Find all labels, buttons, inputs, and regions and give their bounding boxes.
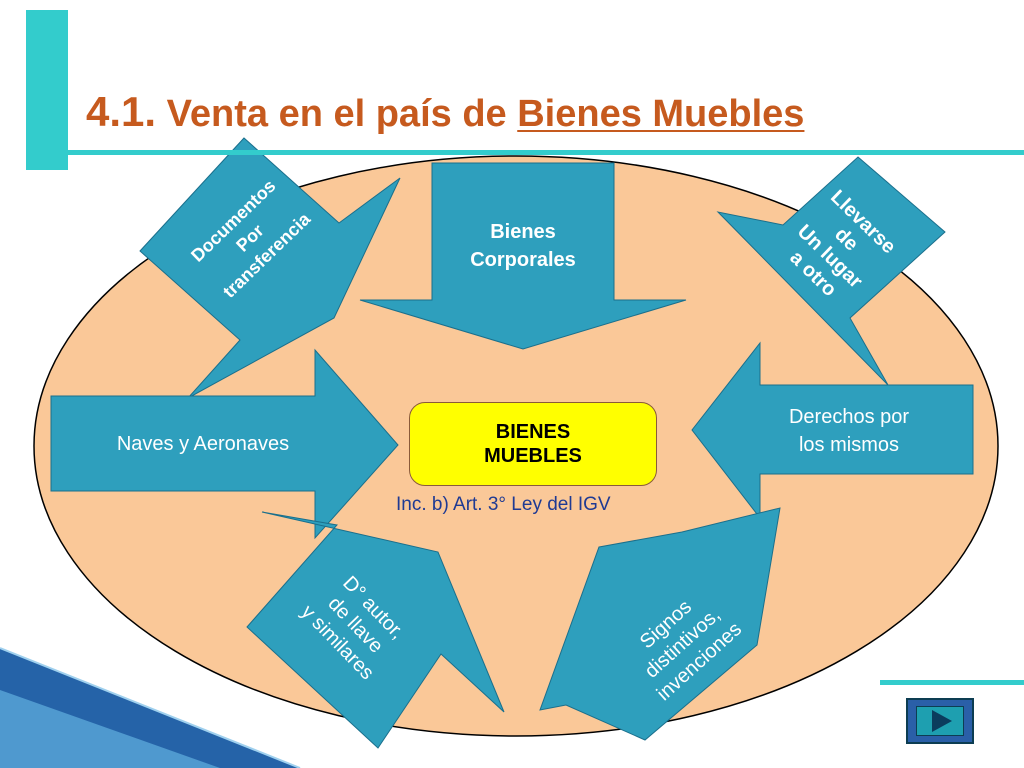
label-naves: Naves y Aeronaves bbox=[78, 432, 328, 456]
center-line: BIENES bbox=[495, 421, 571, 443]
title-number: 4.1. bbox=[86, 88, 157, 135]
header-horizontal-rule bbox=[66, 150, 1024, 155]
arrow-derechos bbox=[691, 341, 974, 520]
center-line: MUEBLES bbox=[484, 445, 582, 467]
arrow-signos bbox=[539, 507, 781, 741]
label-line: Bienes bbox=[490, 221, 556, 243]
footer-horizontal-rule bbox=[880, 680, 1024, 685]
arrow-naves bbox=[50, 348, 399, 540]
arrow-documentos bbox=[139, 137, 401, 399]
slide-title: 4.1. Venta en el país de Bienes Muebles bbox=[86, 88, 804, 136]
corner-swoosh-light bbox=[0, 690, 220, 768]
label-bienes-corporales: Bienes Corporales bbox=[448, 218, 598, 274]
label-line: Derechos por bbox=[788, 406, 910, 428]
title-underlined-text: Bienes Muebles bbox=[517, 93, 805, 135]
legal-reference: Inc. b) Art. 3° Ley del IGV bbox=[396, 494, 611, 515]
label-line: Corporales bbox=[470, 249, 576, 271]
arrow-derechos-autor bbox=[246, 511, 505, 749]
play-triangle-icon bbox=[932, 710, 952, 732]
label-derechos: Derechos por los mismos bbox=[764, 403, 934, 459]
arrow-bienes-corporales bbox=[359, 162, 687, 350]
title-text: Venta en el país de bbox=[166, 93, 507, 135]
header-vertical-bar bbox=[26, 10, 68, 170]
next-slide-button[interactable] bbox=[906, 698, 974, 744]
label-line: Naves y Aeronaves bbox=[116, 433, 290, 455]
center-box-bienes-muebles: BIENES MUEBLES bbox=[409, 402, 657, 486]
label-line: los mismos bbox=[798, 434, 899, 456]
corner-swoosh-line bbox=[0, 647, 301, 768]
